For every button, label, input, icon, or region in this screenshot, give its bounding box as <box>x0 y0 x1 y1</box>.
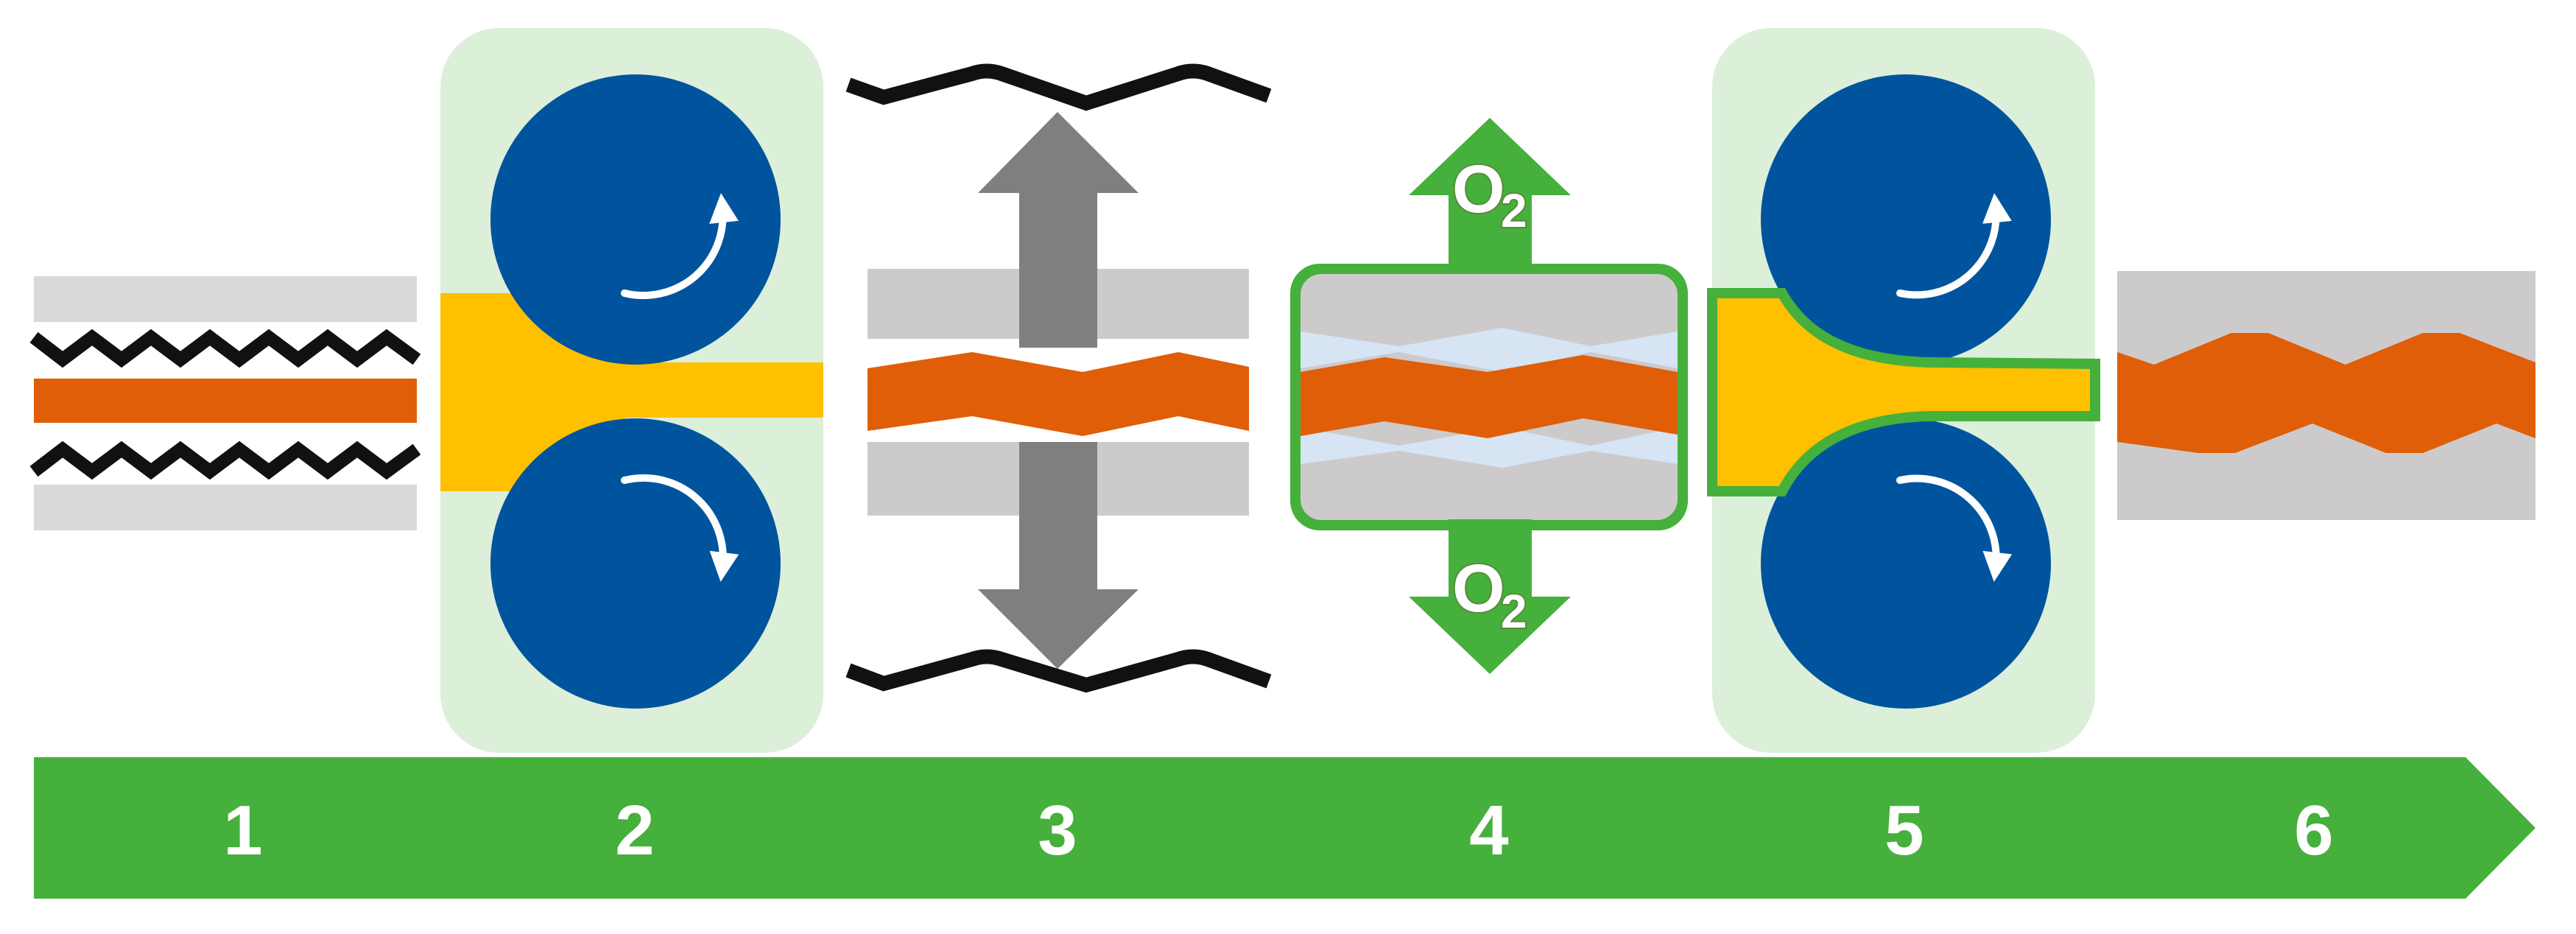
stage-4-oxygen-release: O 2 O 2 <box>1290 118 1688 674</box>
stage-6-final-laminate <box>2117 271 2535 520</box>
counterclockwise-rotation-icon-5 <box>1896 474 2013 582</box>
top-roller <box>490 74 781 365</box>
wavy-core-layer <box>868 352 1249 436</box>
bottom-wavy-wire <box>845 649 1272 693</box>
step-number-6: 6 <box>2294 791 2333 870</box>
top-zigzag-fabric <box>29 329 421 368</box>
step-number-3: 3 <box>1038 791 1077 870</box>
process-arrow-body <box>34 757 2535 899</box>
lower-blue-interlayer <box>1301 427 1678 468</box>
yellow-feed-material <box>440 293 823 491</box>
stage-1-layer-stack <box>29 276 421 530</box>
up-press-arrow-icon <box>978 112 1139 348</box>
stage-5-roller-nip <box>1707 28 2100 753</box>
step-number-2: 2 <box>615 791 654 870</box>
step-number-5: 5 <box>1885 791 1924 870</box>
oxygen-label-bottom-sub: 2 <box>1501 585 1527 638</box>
upper-blue-interlayer <box>1301 328 1678 372</box>
stage-2-roller-nip <box>440 28 823 753</box>
bottom-zigzag-fabric <box>29 440 421 480</box>
down-press-arrow-icon <box>978 442 1139 669</box>
stage-3-press <box>845 63 1272 693</box>
center-core-layer <box>34 379 417 423</box>
counterclockwise-rotation-icon <box>621 474 739 582</box>
wavy-core-layer-4 <box>1301 355 1678 438</box>
oxygen-release-arrow-icon <box>1409 118 1571 674</box>
top-roller-5 <box>1761 74 2051 365</box>
bottom-roller-5 <box>1761 418 2051 709</box>
top-release-film <box>34 276 417 322</box>
process-arrow: 1 2 3 4 5 6 <box>34 757 2535 899</box>
clockwise-rotation-icon <box>621 193 739 300</box>
top-wavy-wire <box>845 63 1272 111</box>
consolidated-yellow-material <box>1707 288 2100 496</box>
bottom-release-film <box>34 485 417 530</box>
step-number-4: 4 <box>1469 791 1508 870</box>
oxygen-label-top: O <box>1452 152 1505 227</box>
bottom-roller <box>490 418 781 709</box>
oxygen-label-top-sub: 2 <box>1501 184 1527 237</box>
clockwise-rotation-icon-5 <box>1896 193 2012 299</box>
step-number-1: 1 <box>223 791 262 870</box>
final-core-layer <box>2117 333 2535 453</box>
oxygen-label-bottom: O <box>1452 551 1505 626</box>
